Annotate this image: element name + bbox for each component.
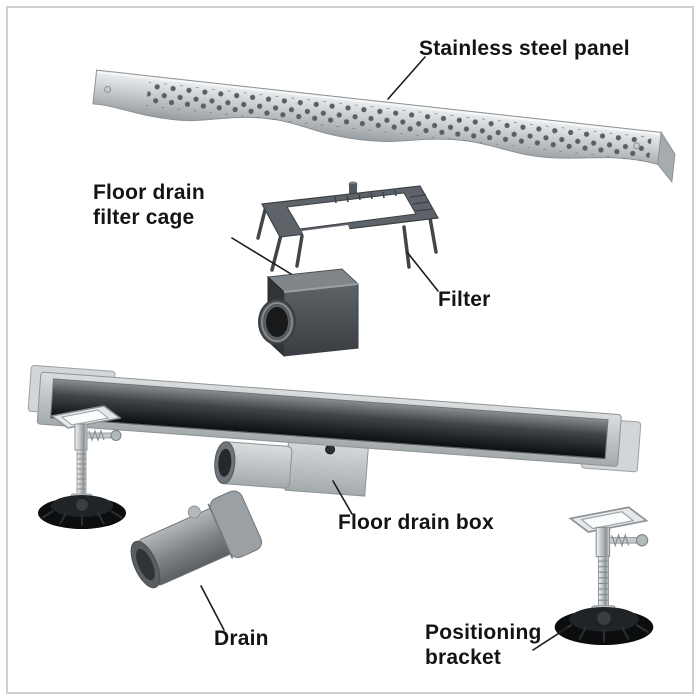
leader-filter [406,251,439,292]
label-floor-drain-filter-cage-line1: Floor drain [93,181,205,204]
filter-part [256,181,439,272]
label-positioning-bracket-line2: bracket [425,646,502,669]
label-floor-drain-filter-cage-line2: filter cage [93,206,195,229]
label-floor-drain-filter-cage: Floor drain filter cage [93,180,205,230]
label-stainless-steel-panel: Stainless steel panel [419,37,630,60]
label-drain: Drain [214,627,269,650]
label-floor-drain-box: Floor drain box [338,511,494,534]
label-positioning-bracket-line1: Positioning [425,621,542,644]
positioning-bracket-right [553,506,655,647]
leader-lines [200,56,568,651]
label-filter: Filter [438,288,491,311]
leader-panel [387,56,426,100]
leader-drain [200,585,225,631]
leader-drain-box [332,480,353,515]
leader-filter-cage [231,237,292,275]
leader-bracket [532,627,568,651]
drain-part [130,490,263,589]
floor-drain-filter-cage-part [258,268,360,358]
stainless-steel-panel [92,69,676,184]
label-positioning-bracket: Positioning bracket [425,620,542,670]
floor-drain-box-part [27,365,642,497]
